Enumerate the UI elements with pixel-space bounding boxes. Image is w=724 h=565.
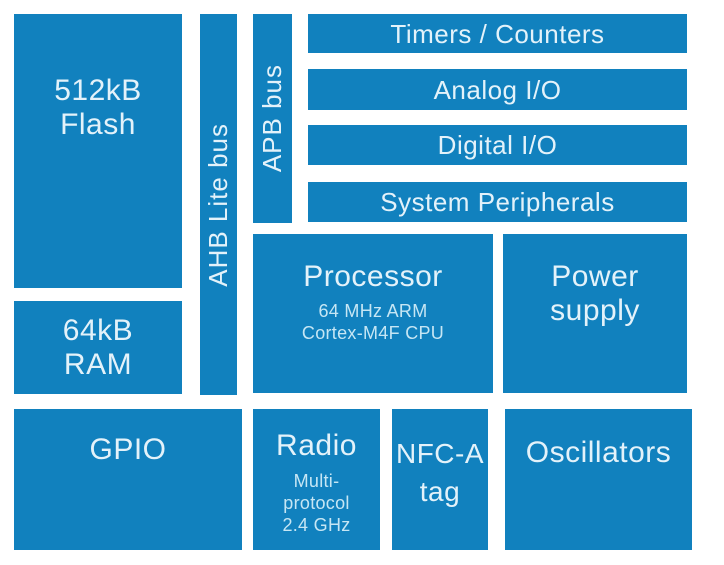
flash-label-line1: 512kB xyxy=(54,74,142,107)
processor-subtitle-line1: 64 MHz ARM xyxy=(318,301,428,321)
flash-label-line2: Flash xyxy=(60,108,136,141)
nfc-tag-line1: NFC-A xyxy=(395,438,485,469)
ram-label-line1: 64kB xyxy=(62,313,134,347)
processor-block: Processor 64 MHz ARM Cortex-M4F CPU xyxy=(253,234,493,393)
power-supply-block: Power supply xyxy=(503,234,687,393)
digital-io-block: Digital I/O xyxy=(308,125,687,165)
power-supply-line1: Power xyxy=(551,260,639,293)
digital-io-label: Digital I/O xyxy=(437,130,558,160)
analog-io-label: Analog I/O xyxy=(433,74,562,105)
system-peripherals-label: System Peripherals xyxy=(380,187,615,217)
processor-title: Processor xyxy=(303,260,443,293)
apb-bus-label: APB bus xyxy=(257,64,287,173)
analog-io-block: Analog I/O xyxy=(308,69,687,110)
ahb-lite-bus-block: AHB Lite bus xyxy=(200,14,237,395)
radio-subtitle-line2: protocol xyxy=(283,493,350,513)
processor-subtitle-line2: Cortex-M4F CPU xyxy=(301,323,445,343)
radio-subtitle-line1: Multi- xyxy=(293,471,340,491)
apb-bus-block: APB bus xyxy=(253,14,292,223)
gpio-label: GPIO xyxy=(89,433,167,466)
timers-counters-label: Timers / Counters xyxy=(390,18,605,49)
nfc-tag-line2: tag xyxy=(419,476,461,507)
power-supply-line2: supply xyxy=(550,294,640,327)
oscillators-block: Oscillators xyxy=(505,409,692,550)
timers-counters-block: Timers / Counters xyxy=(308,14,687,53)
ram-block: 64kB RAM xyxy=(14,301,182,394)
flash-block: 512kB Flash xyxy=(14,14,182,288)
gpio-block: GPIO xyxy=(14,409,242,550)
oscillators-label: Oscillators xyxy=(525,436,672,469)
radio-block: Radio Multi- protocol 2.4 GHz xyxy=(253,409,380,550)
processor-subtitle: 64 MHz ARM Cortex-M4F CPU xyxy=(253,300,493,344)
ahb-lite-bus-label: AHB Lite bus xyxy=(203,122,233,287)
radio-subtitle: Multi- protocol 2.4 GHz xyxy=(253,470,380,536)
system-peripherals-block: System Peripherals xyxy=(308,182,687,222)
ram-label-line2: RAM xyxy=(63,347,133,381)
radio-title: Radio xyxy=(276,429,357,462)
radio-subtitle-line3: 2.4 GHz xyxy=(282,515,351,535)
nfc-tag-block: NFC-A tag xyxy=(392,409,488,550)
